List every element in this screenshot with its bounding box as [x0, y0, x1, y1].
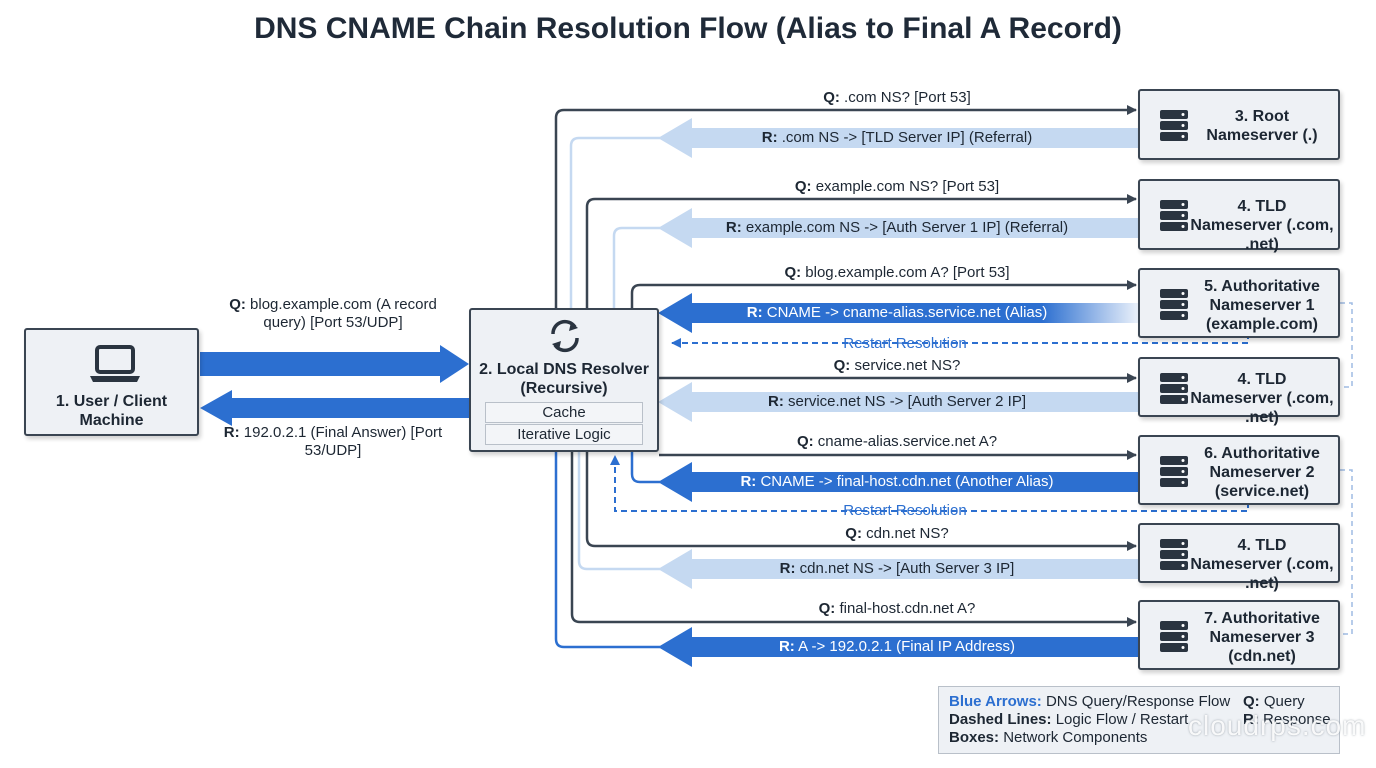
auth-nameserver-3-label: 7. Authoritative Nameserver 3 (cdn.net) — [1204, 610, 1320, 665]
response-arrow-auth1 — [658, 293, 1138, 333]
auth-nameserver-3-node: 7. Authoritative Nameserver 3 (cdn.net) — [1138, 600, 1340, 670]
query-line-tld1 — [585, 194, 1137, 308]
client-label: 1. User / Client Machine — [55, 393, 168, 429]
query-line-tld3 — [585, 452, 1137, 551]
auth-nameserver-2-label: 6. Authoritative Nameserver 2 (service.n… — [1204, 445, 1320, 500]
server-icon — [1160, 200, 1188, 231]
auth-nameserver-2-node: 6. Authoritative Nameserver 2 (service.n… — [1138, 435, 1340, 505]
query-line-root — [554, 105, 1137, 308]
query-line-auth3 — [570, 452, 1137, 627]
response-arrow-auth2 — [658, 462, 1138, 502]
tld-nameserver-2-node: 4. TLD Nameserver (.com, .net) — [1138, 357, 1340, 426]
server-icon — [1160, 539, 1188, 570]
client-query-arrow — [200, 345, 469, 383]
query-label-auth3: Q: final-host.cdn.net A? — [818, 600, 976, 617]
return-line-tld3 — [577, 452, 660, 571]
restart-label-1: Restart Resolution — [843, 335, 967, 352]
response-arrow-root — [658, 118, 1138, 158]
resolver-label: 2. Local DNS Resolver (Recursive) — [479, 361, 649, 397]
side-dashed-link-2 — [1340, 469, 1353, 635]
response-label-tld3: R: cdn.net NS -> [Auth Server 3 IP] — [779, 560, 1015, 577]
query-label-root: Q: .com NS? [Port 53] — [823, 89, 971, 106]
restart-line-2 — [610, 455, 1249, 512]
cache-component: Cache — [485, 402, 643, 423]
response-label-tld2: R: service.net NS -> [Auth Server 2 IP] — [767, 393, 1027, 410]
return-line-auth3 — [554, 452, 660, 649]
laptop-icon — [90, 345, 140, 382]
legend-row-dashed: Dashed Lines: Logic Flow / Restart — [949, 711, 1189, 728]
restart-label-2: Restart Resolution — [843, 502, 967, 519]
watermark: cloudrps.com — [1188, 710, 1367, 741]
return-line-auth2 — [630, 452, 660, 484]
tld-nameserver-2-label: 4. TLD Nameserver (.com, .net) — [1190, 371, 1334, 426]
root-nameserver-label: 3. Root Nameserver (.) — [1206, 108, 1318, 144]
legend-abbreviations: Q: Query R: Response — [1243, 693, 1331, 729]
legend-row-arrows: Blue Arrows: DNS Query/Response Flow — [949, 693, 1231, 710]
server-icon — [1160, 456, 1188, 487]
client-response-arrow — [200, 390, 469, 426]
query-label-tld1: Q: example.com NS? [Port 53] — [794, 178, 1000, 195]
response-arrow-tld1 — [658, 208, 1138, 248]
sync-icon — [551, 319, 579, 353]
server-icon — [1160, 110, 1188, 141]
server-icon — [1160, 621, 1188, 652]
legend-abbrev-query: Q: Query — [1243, 693, 1305, 710]
query-label-tld3: Q: cdn.net NS? — [845, 525, 949, 542]
legend-row-boxes: Boxes: Network Components — [949, 729, 1148, 746]
auth-nameserver-1-label: 5. Authoritative Nameserver 1 (example.c… — [1204, 278, 1320, 333]
return-line-tld1 — [612, 226, 660, 308]
auth-nameserver-1-node: 5. Authoritative Nameserver 1 (example.c… — [1138, 268, 1340, 338]
iterative-logic-component: Iterative Logic — [485, 424, 643, 445]
resolver-node: 2. Local DNS Resolver (Recursive) Cache … — [469, 308, 659, 452]
response-arrow-auth3 — [658, 627, 1138, 667]
response-label-auth1: R: CNAME -> cname-alias.service.net (Ali… — [746, 304, 1048, 321]
query-line-auth1 — [630, 280, 1137, 308]
response-arrow-tld3 — [658, 549, 1138, 589]
response-label-tld1: R: example.com NS -> [Auth Server 1 IP] … — [725, 219, 1069, 236]
response-arrow-tld2 — [658, 382, 1138, 422]
tld-nameserver-3-label: 4. TLD Nameserver (.com, .net) — [1190, 537, 1334, 592]
tld-nameserver-3-node: 4. TLD Nameserver (.com, .net) — [1138, 523, 1340, 592]
root-nameserver-node: 3. Root Nameserver (.) — [1138, 89, 1340, 160]
client-node: 1. User / Client Machine — [24, 328, 199, 436]
query-label-auth1: Q: blog.example.com A? [Port 53] — [784, 264, 1010, 281]
return-line-root — [569, 136, 660, 308]
restart-line-1 — [671, 323, 1249, 348]
query-label-auth2: Q: cname-alias.service.net A? — [796, 433, 998, 450]
tld-nameserver-1-label: 4. TLD Nameserver (.com, .net) — [1190, 198, 1334, 253]
side-dashed-link-1 — [1340, 302, 1353, 388]
legend-abbrev-response: R: Response — [1243, 711, 1331, 728]
legend: Blue Arrows: DNS Query/Response Flow Das… — [938, 686, 1340, 754]
server-icon — [1160, 289, 1188, 320]
diagram-title: DNS CNAME Chain Resolution Flow (Alias t… — [254, 12, 1122, 45]
response-label-auth3: R: A -> 192.0.2.1 (Final IP Address) — [778, 638, 1016, 655]
client-query-label: Q: blog.example.com (A record query) [Po… — [229, 296, 437, 331]
tld-nameserver-1-node: 4. TLD Nameserver (.com, .net) — [1138, 179, 1340, 253]
server-icon — [1160, 373, 1188, 404]
response-label-root: R: .com NS -> [TLD Server IP] (Referral) — [761, 129, 1033, 146]
response-label-auth2: R: CNAME -> final-host.cdn.net (Another … — [740, 473, 1054, 490]
query-label-tld2: Q: service.net NS? — [833, 357, 961, 374]
client-response-label: R: 192.0.2.1 (Final Answer) [Port 53/UDP… — [223, 424, 443, 459]
